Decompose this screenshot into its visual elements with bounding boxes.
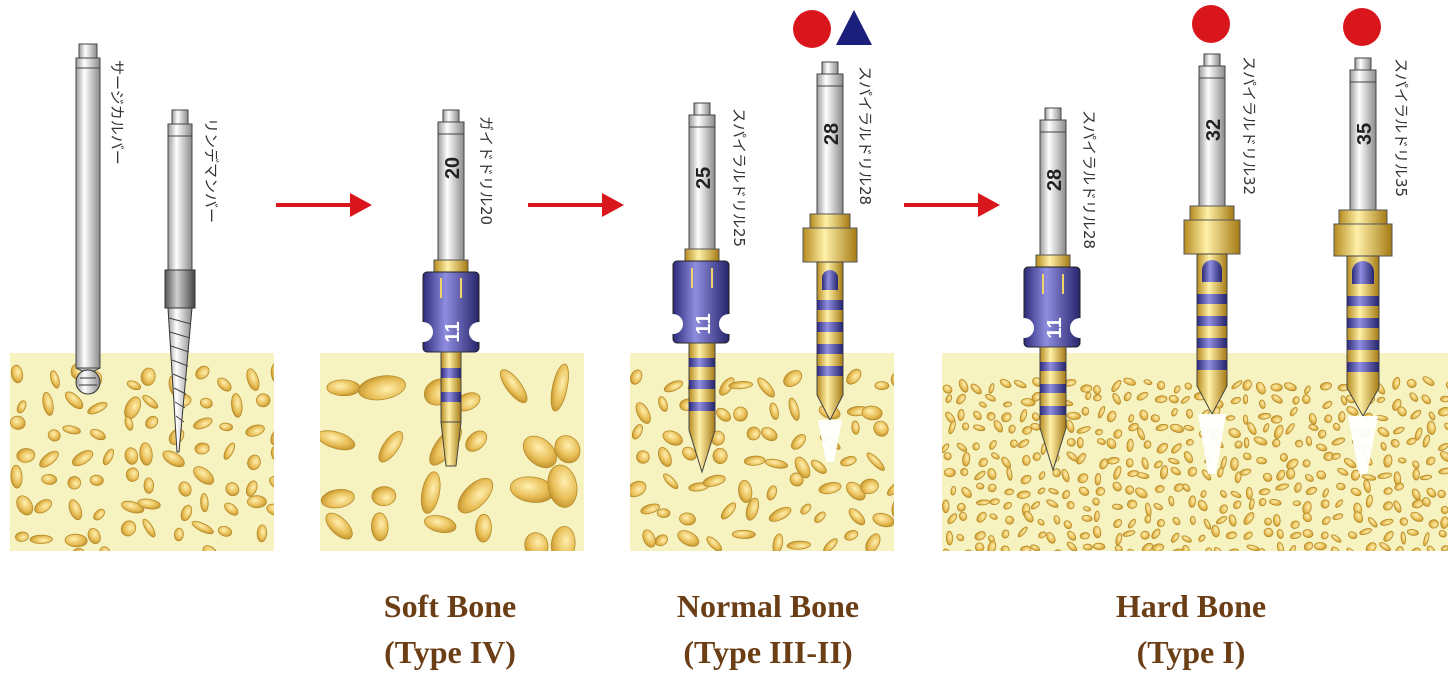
trabecula-shape — [897, 453, 914, 470]
caption-soft-bone: Soft Bone (Type IV) — [320, 583, 580, 675]
trabecula-shape — [1112, 504, 1123, 510]
spiral-drill-28-normal-label: スパイラルドリル28 — [856, 66, 874, 205]
trabecula-shape — [1083, 544, 1093, 550]
caption-soft-bone-type: (Type IV) — [320, 629, 580, 675]
trabecula-shape — [1243, 415, 1248, 425]
trabecula-shape — [1413, 469, 1420, 480]
trabecula-shape — [1246, 487, 1253, 499]
trabecula-shape — [1067, 438, 1076, 447]
trabecula-shape — [1186, 409, 1193, 418]
caption-normal-bone-title: Normal Bone — [638, 583, 898, 629]
trabecula-shape — [1286, 468, 1295, 479]
arrow-icon — [904, 193, 1000, 217]
trabecula-shape — [1082, 407, 1089, 416]
trabecula-shape — [1440, 396, 1448, 402]
trabecula-shape — [274, 526, 288, 550]
red-circle-marker — [1343, 8, 1381, 46]
trabecula-shape — [875, 381, 889, 389]
blue-triangle-marker — [836, 10, 872, 45]
trabecula-shape — [146, 555, 159, 566]
caption-soft-bone-title: Soft Bone — [320, 583, 580, 629]
trabecula-shape — [1157, 381, 1165, 390]
trabecula-shape — [1077, 438, 1083, 448]
trabecula-shape — [1010, 440, 1017, 448]
drill-size-number: 32 — [1203, 119, 1225, 141]
red-circle-marker — [1192, 5, 1230, 43]
trabecula-shape — [170, 556, 193, 571]
trabecula-shape — [1226, 415, 1235, 420]
trabecula-shape — [1264, 518, 1271, 526]
trabecula-shape — [1190, 516, 1196, 525]
arrow-icon — [276, 193, 372, 217]
trabecula-shape — [1271, 383, 1283, 391]
trabecula-shape — [11, 553, 27, 570]
trabecula-shape — [277, 398, 294, 415]
trabecula-shape — [30, 535, 53, 544]
caption-hard-bone: Hard Bone (Type I) — [1061, 583, 1321, 675]
trabecula-shape — [247, 496, 266, 508]
trabecula-shape — [327, 380, 360, 396]
trabecula-shape — [946, 531, 953, 545]
trabecula-shape — [244, 555, 260, 574]
caption-normal-bone-type: (Type III-II) — [638, 629, 898, 675]
trabecula-shape — [1022, 455, 1030, 465]
drill-size-number: 20 — [442, 157, 464, 179]
red-circle-marker — [793, 10, 831, 48]
trabecula-shape — [1314, 542, 1326, 550]
trabecula-shape — [256, 393, 270, 407]
spiral-drill-28-hard-label: スパイラルドリル28 — [1080, 110, 1098, 249]
lindemann-bur-label: リンデマンバー — [202, 118, 220, 223]
trabecula-shape — [1125, 486, 1133, 495]
spiral-drill-25-label: スパイラルドリル25 — [730, 108, 748, 247]
drill-size-number: 25 — [693, 167, 715, 189]
spiral-drill-32-label: スパイラルドリル32 — [1240, 56, 1258, 195]
trabecula-shape — [1145, 515, 1151, 524]
trabecula-shape — [732, 530, 755, 539]
trabecula-shape — [1243, 395, 1248, 404]
surgical-bur-label: サージカルバー — [108, 60, 126, 165]
stop-number: 11 — [442, 321, 464, 342]
trabecula-shape — [34, 550, 51, 570]
trabecula-shape — [1295, 440, 1303, 448]
drill-size-number: 28 — [1044, 169, 1066, 191]
caption-hard-bone-title: Hard Bone — [1061, 583, 1321, 629]
drill-size-number: 35 — [1354, 123, 1376, 145]
caption-normal-bone: Normal Bone (Type III-II) — [638, 583, 898, 675]
trabecula-shape — [962, 423, 968, 430]
trabecula-shape — [119, 555, 133, 572]
trabecula-shape — [1280, 453, 1288, 461]
stop-number: 11 — [693, 313, 715, 334]
trabecula-shape — [1293, 501, 1301, 506]
stop-number: 11 — [1044, 317, 1066, 338]
trabecula-shape — [1429, 519, 1439, 528]
trabecula-shape — [943, 500, 950, 513]
trabecula-shape — [1054, 550, 1062, 557]
trabecula-shape — [944, 468, 955, 476]
trabecula-shape — [279, 543, 291, 563]
trabecula-shape — [1302, 459, 1310, 467]
caption-hard-bone-type: (Type I) — [1061, 629, 1321, 675]
trabecula-shape — [144, 478, 154, 494]
trabecula-shape — [657, 509, 670, 518]
trabecula-shape — [1140, 531, 1149, 540]
arrow-icon — [528, 193, 624, 217]
trabecula-shape — [1053, 469, 1061, 477]
trabecula-shape — [893, 406, 908, 424]
spiral-drill-35-label: スパイラルドリル35 — [1392, 58, 1410, 197]
trabecula-shape — [1230, 457, 1238, 470]
guide-drill-label: ガイドドリル20 — [477, 116, 495, 225]
trabecula-shape — [1126, 459, 1133, 468]
trabecula-shape — [1244, 438, 1249, 448]
trabecula-shape — [894, 425, 913, 444]
trabecula-shape — [896, 535, 918, 551]
surgical-bur: サージカルバー — [76, 44, 126, 394]
trabecula-shape — [225, 556, 243, 576]
drill-size-number: 28 — [821, 123, 843, 145]
